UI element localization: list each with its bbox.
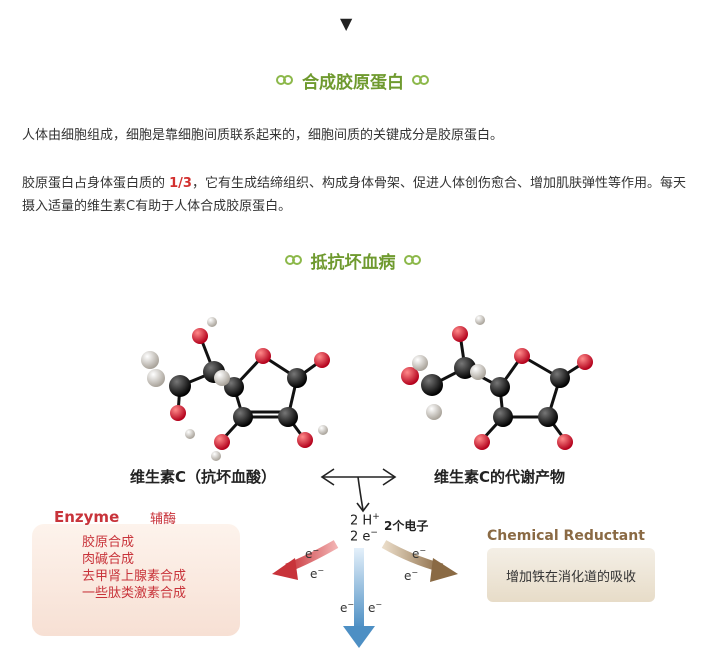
vitamin-c-diagram: [141, 315, 593, 648]
chemical-reductant-panel: 增加铁在消化道的吸收: [487, 548, 655, 602]
electron-label: e−: [404, 568, 419, 583]
vitamin-c-label: 维生素C（抗坏血酸）: [130, 468, 277, 486]
enzyme-panel: [32, 524, 240, 636]
list-item: 去甲肾上腺素合成: [82, 569, 187, 584]
chemical-reductant-item: 增加铁在消化道的吸收: [505, 569, 636, 585]
text: 胶原蛋白占身体蛋白质的: [22, 176, 170, 191]
section-title-collagen: 合成胶原蛋白: [0, 68, 706, 93]
enzyme-list: 胶原合成 肉碱合成 去甲肾上腺素合成 一些肽类激素合成: [82, 534, 186, 602]
metabolite-label: 维生素C的代谢产物: [434, 468, 566, 486]
section-title-text: 合成胶原蛋白: [302, 73, 404, 93]
section-title-scurvy: 抵抗坏血病: [0, 248, 706, 273]
highlight-fraction: 1/3: [169, 176, 192, 191]
electron-label: e−: [340, 600, 355, 615]
rings-icon: [276, 74, 294, 87]
right-brown-arrow-icon: [381, 540, 458, 582]
list-item: 肉碱合成: [82, 552, 135, 567]
down-triangle-icon: ▼: [340, 14, 353, 33]
electron-label: e−: [310, 566, 325, 581]
electron-label: e−: [305, 546, 320, 561]
left-red-arrow-icon: [272, 540, 339, 580]
two-electrons-label: 2个电子: [384, 519, 429, 533]
rings-icon: [403, 254, 422, 267]
electron-label: e−: [412, 546, 427, 561]
electrons-count: 2 e−: [350, 528, 378, 545]
section-title-text: 抵抗坏血病: [310, 253, 396, 273]
rings-icon: [284, 254, 303, 267]
rings-icon: [412, 74, 430, 87]
electron-label: e−: [368, 600, 383, 615]
ascorbic-acid-molecule: [176, 335, 323, 442]
chemical-reductant-title: Chemical Reductant: [487, 528, 645, 544]
down-arrow-icon: [343, 548, 375, 648]
paragraph-collagen: 胶原蛋白占身体蛋白质的 1/3，它有生成结缔组织、构成身体骨架、促进人体创伤愈合…: [22, 172, 692, 218]
paragraph-cells: 人体由细胞组成，细胞是靠细胞间质联系起来的，细胞间质的关键成分是胶原蛋白。: [22, 128, 504, 143]
hydrogen-ions: 2 H+: [350, 512, 380, 529]
reaction-double-arrow-icon: [320, 468, 397, 513]
enzyme-title: Enzyme: [54, 508, 120, 526]
text: ，它有生成结缔组织、构成身体骨架、促进人体创伤愈合、增加肌肤弹性等作用。每天摄入…: [22, 176, 686, 214]
enzyme-subtitle: 辅酶: [150, 512, 177, 527]
list-item: 胶原合成: [82, 535, 135, 550]
list-item: 一些肽类激素合成: [82, 586, 187, 601]
